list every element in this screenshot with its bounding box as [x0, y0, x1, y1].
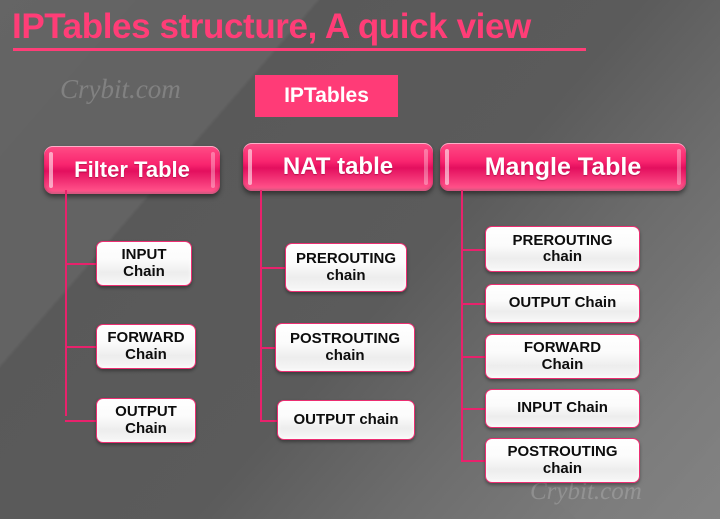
chain-box[interactable]: PREROUTING chain — [285, 243, 407, 292]
chain-line-2: chain — [326, 266, 366, 284]
chain-box[interactable]: OUTPUT Chain — [96, 398, 196, 443]
connector-branch-nat-0 — [260, 267, 287, 269]
chain-box[interactable]: OUTPUT chain — [277, 400, 415, 440]
chain-line-2: chain — [542, 459, 583, 477]
chain-line-2: Chain — [125, 419, 167, 437]
connector-branch-mangle-1 — [461, 303, 487, 305]
chain-line-1: OUTPUT — [115, 403, 177, 421]
connector-branch-filter-0 — [65, 263, 98, 265]
table-header-nat[interactable]: NAT table — [243, 143, 433, 191]
table-header-filter[interactable]: Filter Table — [44, 146, 220, 194]
chain-line-1: INPUT Chain — [517, 399, 608, 417]
title-underline — [13, 48, 586, 51]
connector-trunk-nat — [260, 190, 262, 422]
table-header-mangle-label: Mangle Table — [484, 152, 642, 181]
table-header-mangle[interactable]: Mangle Table — [440, 143, 686, 191]
connector-trunk-mangle — [461, 190, 463, 462]
root-node-label: IPTables — [284, 84, 369, 107]
connector-branch-filter-2 — [65, 420, 98, 422]
chain-box[interactable]: INPUT Chain — [485, 389, 640, 428]
chain-line-1: PREROUTING — [512, 231, 613, 249]
connector-branch-mangle-4 — [461, 460, 487, 462]
chain-line-2: Chain — [123, 262, 165, 280]
chain-line-1: POSTROUTING — [507, 443, 618, 461]
chain-line-1: FORWARD — [107, 329, 185, 347]
chain-box[interactable]: FORWARD Chain — [485, 334, 640, 379]
chain-line-1: PREROUTING — [295, 250, 396, 268]
chain-line-1: FORWARD — [523, 339, 602, 357]
chain-box[interactable]: PREROUTING chain — [485, 226, 640, 272]
chain-line-2: chain — [542, 248, 583, 265]
connector-branch-filter-1 — [65, 346, 98, 348]
connector-branch-mangle-3 — [461, 408, 487, 410]
chain-box[interactable]: INPUT Chain — [96, 241, 192, 286]
chain-box[interactable]: POSTROUTING chain — [485, 438, 640, 483]
chain-box[interactable]: OUTPUT Chain — [485, 284, 640, 323]
chain-box[interactable]: FORWARD Chain — [96, 324, 196, 369]
chain-line-1: INPUT — [121, 246, 167, 264]
page-title: IPTables structure, A quick view — [12, 7, 531, 46]
chain-line-1: POSTROUTING — [289, 330, 400, 348]
root-node-iptables: IPTables — [255, 75, 398, 117]
chain-line-2: chain — [325, 346, 365, 364]
connector-branch-mangle-0 — [461, 249, 487, 251]
table-header-nat-label: NAT table — [282, 153, 394, 180]
chain-line-1: OUTPUT Chain — [508, 294, 617, 312]
chain-box[interactable]: POSTROUTING chain — [275, 323, 415, 372]
watermark-top: Crybit.com — [60, 74, 181, 104]
chain-line-2: Chain — [125, 345, 167, 363]
chain-line-1: OUTPUT chain — [293, 410, 399, 428]
chain-line-2: Chain — [541, 355, 584, 373]
connector-trunk-filter — [65, 190, 67, 416]
connector-branch-mangle-2 — [461, 356, 487, 358]
table-header-filter-label: Filter Table — [74, 157, 190, 182]
